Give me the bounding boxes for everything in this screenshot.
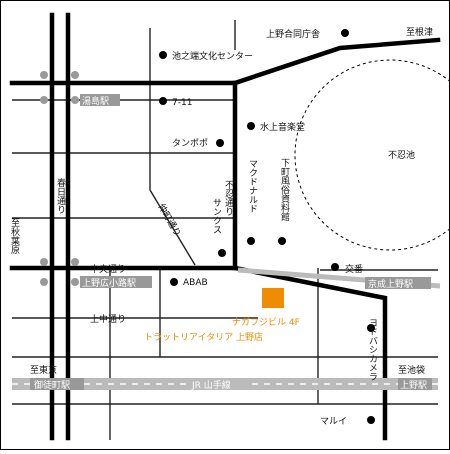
label-to-akihabara: 至秋葉原 bbox=[9, 218, 20, 254]
landmark-dot bbox=[278, 237, 286, 245]
station-box bbox=[80, 94, 120, 106]
landmark-dot bbox=[247, 237, 255, 245]
jr-label-box bbox=[186, 378, 246, 390]
label-ueno-godo-chosha: 上野合同庁舎 bbox=[266, 28, 320, 40]
label-marui: マルイ bbox=[320, 417, 347, 427]
station-markers bbox=[40, 71, 79, 286]
station-dot bbox=[40, 96, 48, 104]
label-to-ikebukuro: 至池袋 bbox=[398, 364, 425, 376]
station-dot bbox=[40, 71, 48, 79]
shinobazu-pond bbox=[294, 59, 450, 251]
major-roads bbox=[9, 12, 441, 441]
label-shitamachi-museum: 下町風俗資料館 bbox=[279, 158, 290, 222]
landmark-dot bbox=[170, 278, 178, 286]
label-ueno-station: 上野駅 bbox=[400, 380, 427, 391]
label-yushima-station: 湯島駅 bbox=[82, 95, 109, 107]
nezu-road bbox=[232, 37, 441, 86]
label-koban: 交番 bbox=[345, 263, 363, 275]
label-uemachi-dori: 上中通り bbox=[90, 313, 126, 325]
label-okachimachi-station: 御徒町駅 bbox=[34, 379, 70, 391]
label-to-tokyo: 至東京 bbox=[30, 364, 57, 376]
label-shitaya-bunka: 池之端文化センター bbox=[172, 50, 253, 62]
label-ueno-hirokoji-station: 上野広小路駅 bbox=[82, 277, 136, 289]
label-destination-building: ナガフジビル 4F bbox=[232, 317, 300, 328]
station-dot bbox=[71, 96, 79, 104]
label-abab: ABAB bbox=[183, 278, 208, 288]
landmark-dot bbox=[247, 122, 255, 130]
label-shinobazu-dori: 不忍通り bbox=[223, 180, 234, 216]
label-mcdonalds: マクドナルド bbox=[247, 159, 258, 213]
station-box bbox=[80, 276, 152, 288]
landmark-dot bbox=[159, 97, 167, 105]
landmark-dot bbox=[218, 249, 226, 257]
label-to-nezu: 至根津 bbox=[406, 26, 433, 38]
station-box bbox=[365, 277, 431, 289]
landmark-dots bbox=[159, 29, 375, 424]
label-mizukami-ongakudo: 水上音楽堂 bbox=[260, 121, 305, 133]
station-dot bbox=[40, 278, 48, 286]
label-seven-eleven: 7-11 bbox=[172, 98, 192, 108]
station-box bbox=[398, 378, 432, 390]
landmark-dot bbox=[367, 416, 375, 424]
label-jr-line: JR 山手線 bbox=[191, 379, 231, 391]
station-dot bbox=[71, 71, 79, 79]
landmark-dot bbox=[341, 29, 349, 37]
station-box bbox=[30, 378, 84, 390]
landmark-dot bbox=[331, 263, 339, 271]
minor-road bbox=[149, 189, 196, 266]
label-chuo-dori: 中央通り bbox=[90, 263, 126, 275]
label-sunkus: サンクス bbox=[211, 198, 222, 234]
destination-marker bbox=[262, 288, 284, 308]
minor-roads bbox=[12, 20, 438, 440]
landmark-dot bbox=[216, 139, 224, 147]
station-dot bbox=[40, 258, 48, 266]
landmark-dot bbox=[367, 324, 375, 332]
label-kasuga-dori: 春日通り bbox=[55, 177, 66, 214]
label-shinobazu-pond: 不忍池 bbox=[388, 149, 415, 161]
label-tanpopo: タンポポ bbox=[172, 138, 208, 149]
label-keisei-ueno-station: 京成上野駅 bbox=[368, 278, 413, 290]
label-yodobashi: ヨドバシカメラ bbox=[367, 318, 378, 381]
keisei-road bbox=[232, 265, 388, 441]
station-dot bbox=[71, 258, 79, 266]
label-destination-name: トラットリアイタリア 上野店 bbox=[144, 331, 263, 343]
station-dot bbox=[71, 278, 79, 286]
landmark-dot bbox=[159, 51, 167, 59]
